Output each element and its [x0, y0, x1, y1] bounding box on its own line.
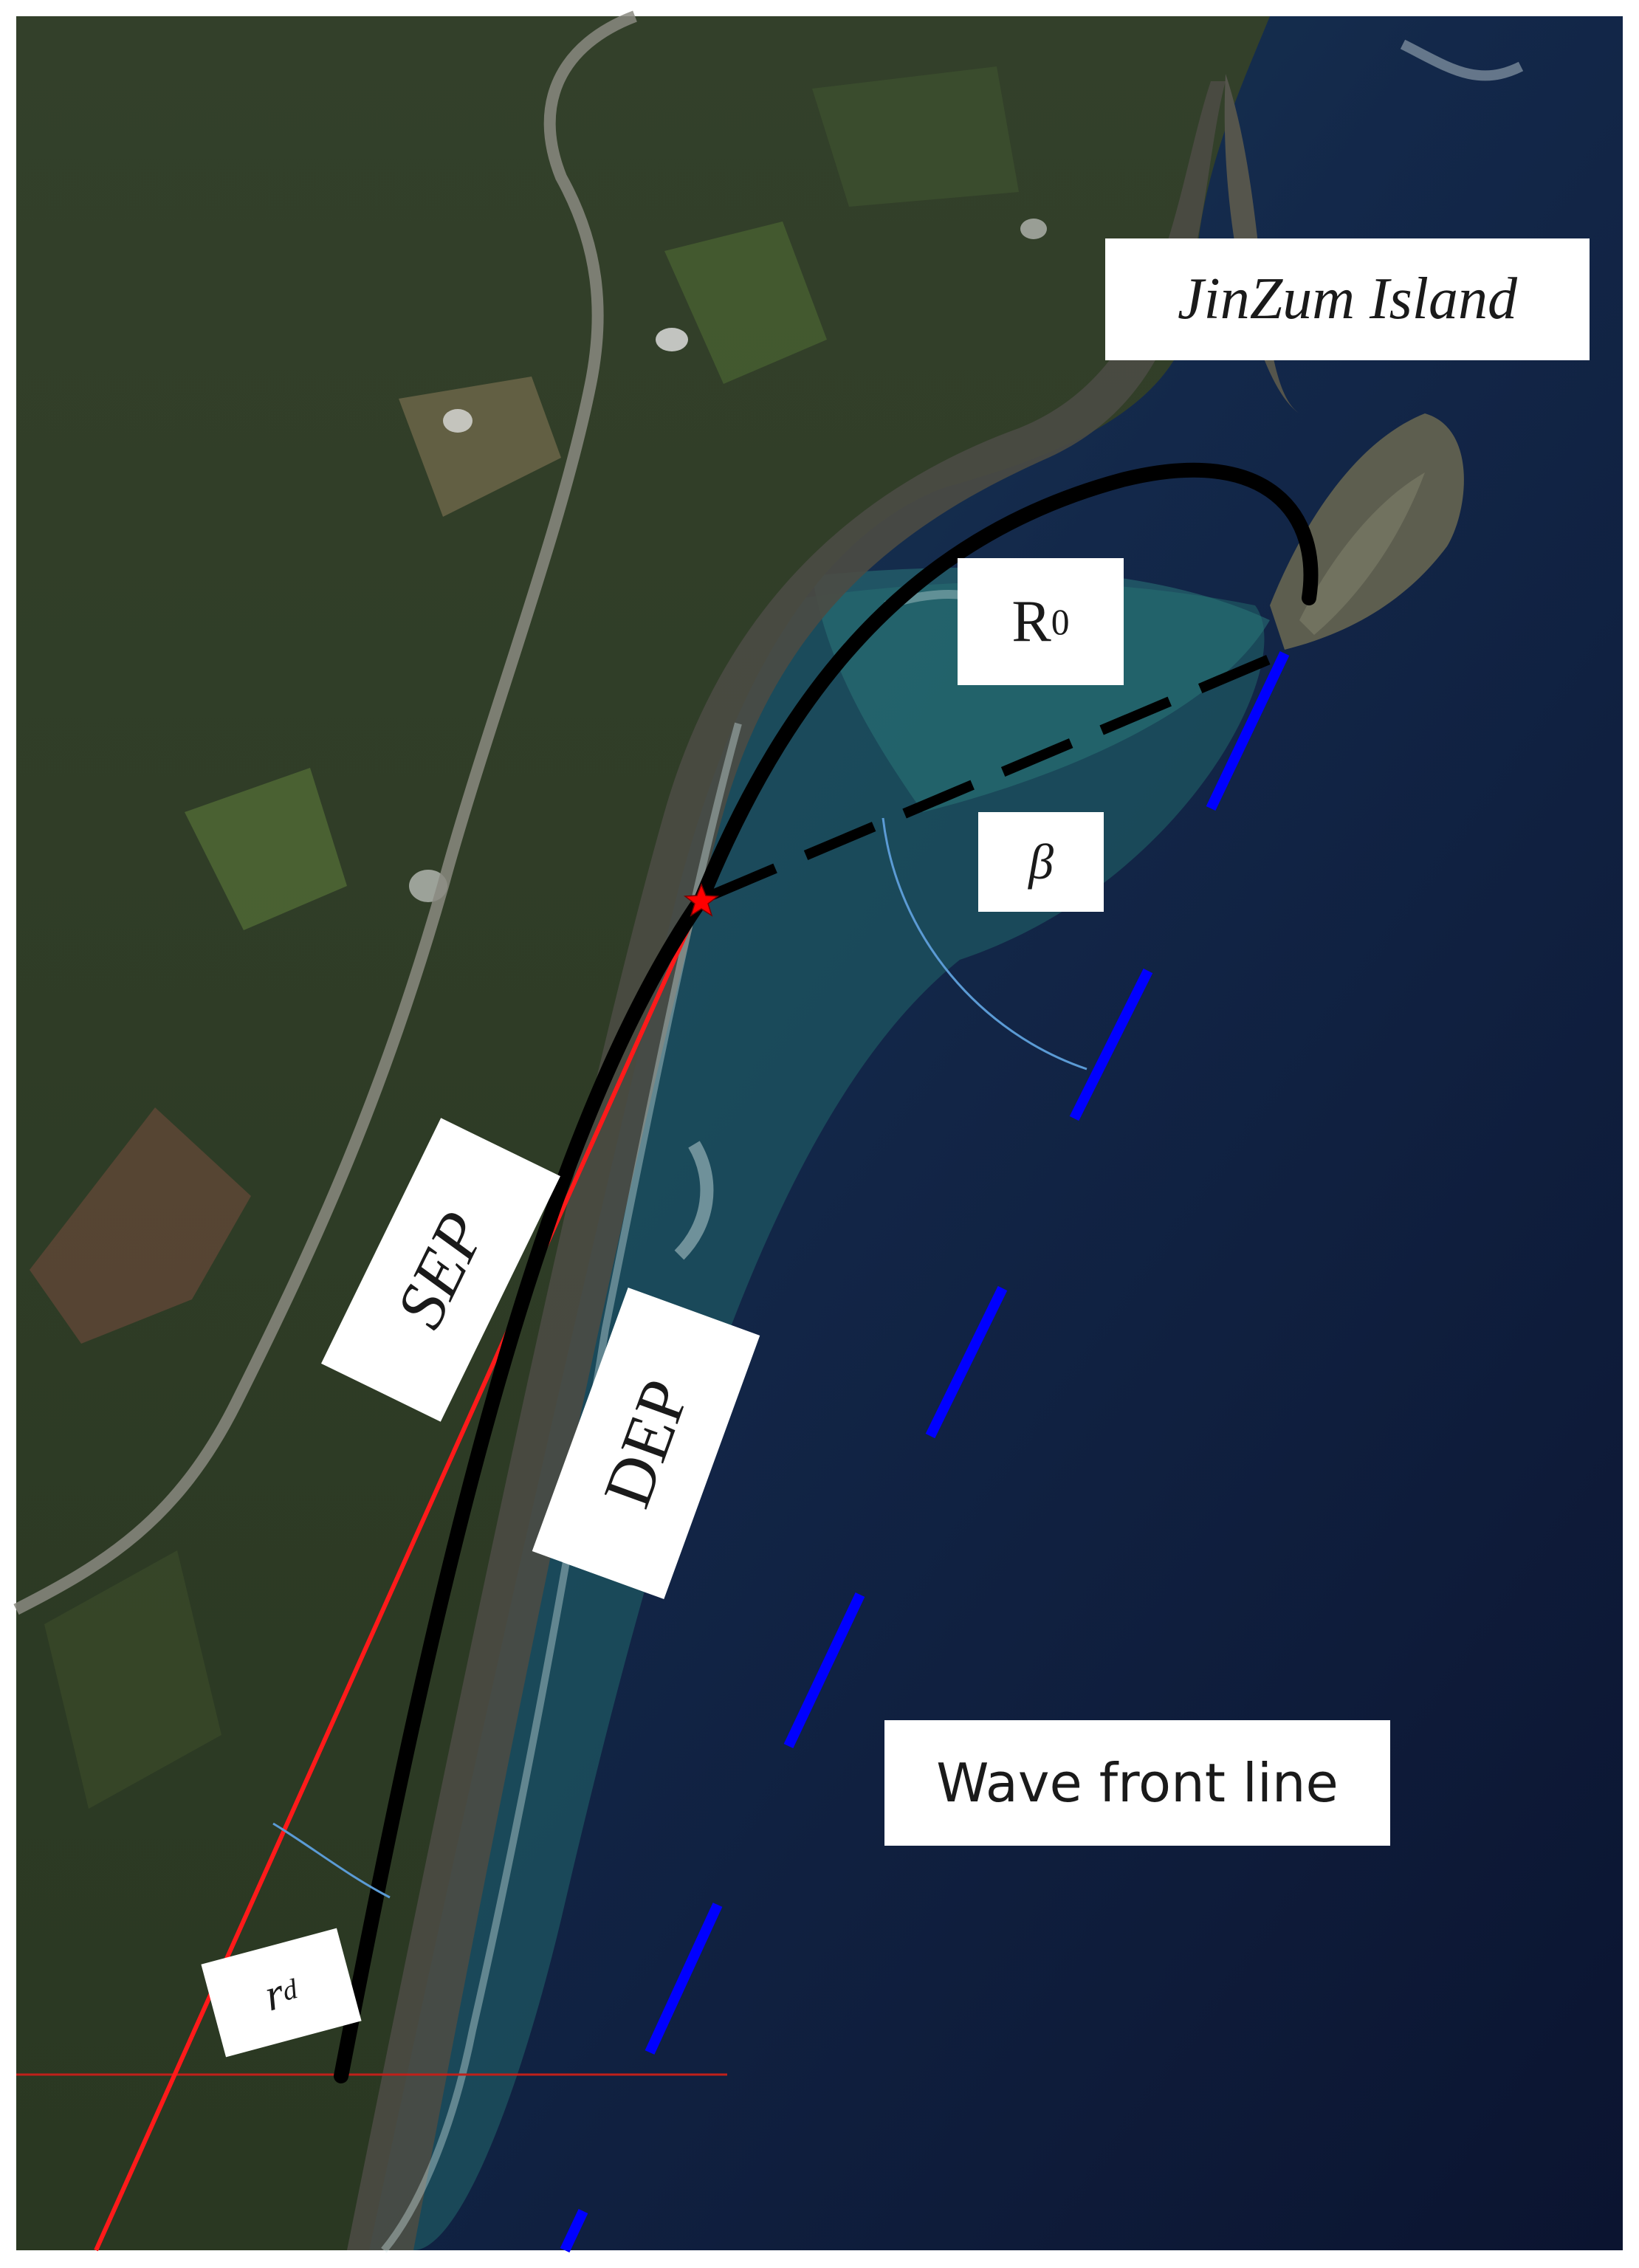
- shallow-water: [317, 582, 1265, 2251]
- r0-label-main: R: [1011, 588, 1051, 654]
- beta-angle-arc: [882, 817, 1087, 1071]
- land-area: [16, 16, 1270, 2250]
- wave-front-lines: [560, 650, 1290, 2252]
- island-label: JinZum Island: [1105, 238, 1590, 360]
- sep-line: [94, 898, 704, 2252]
- rd-angle-arc: [272, 1822, 391, 1899]
- diffraction-point-star: [683, 882, 720, 917]
- wave-front-label-text: Wave front line: [936, 1752, 1339, 1814]
- dep-label-text: DEP: [588, 1370, 704, 1517]
- sep-label-text: SEP: [381, 1200, 501, 1339]
- wave-front-label: Wave front line: [884, 1720, 1390, 1846]
- r0-label-sub: 0: [1051, 601, 1070, 642]
- beach: [347, 81, 1226, 2250]
- road: [13, 10, 637, 1615]
- beta-label-text: β: [1028, 834, 1054, 890]
- dep-curve: [334, 462, 1319, 2083]
- beta-label: β: [978, 812, 1104, 912]
- island-label-text: JinZum Island: [1178, 267, 1517, 331]
